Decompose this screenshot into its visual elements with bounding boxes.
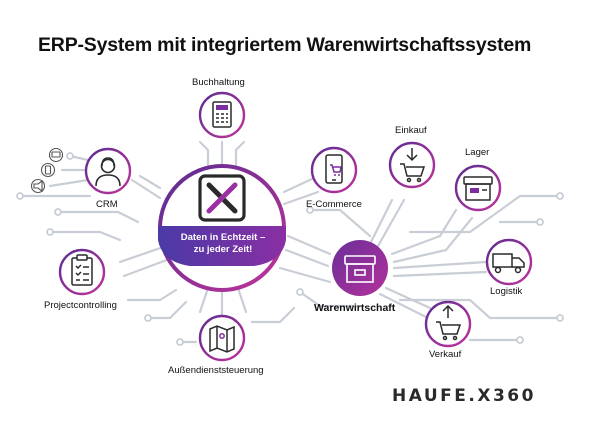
- monitor-icon: [48, 147, 64, 163]
- label-ecommerce: E-Commerce: [306, 199, 362, 210]
- smartphone-cart-icon: [325, 154, 343, 184]
- x360-logo-icon: [198, 174, 246, 222]
- label-einkauf: Einkauf: [395, 125, 427, 136]
- node-aussendienst: [198, 314, 246, 362]
- clipboard-icon: [71, 254, 93, 286]
- page-title: ERP-System mit integriertem Warenwirtsch…: [38, 34, 532, 56]
- warehouse-icon: [463, 176, 493, 201]
- brand-logo: HAUFE.X360: [392, 386, 536, 406]
- label-logistik: Logistik: [490, 286, 523, 297]
- node-logistik: [485, 238, 533, 286]
- user-icon: [95, 157, 121, 187]
- node-projectcontrolling: [58, 248, 106, 296]
- map-icon: [209, 325, 235, 353]
- megaphone-icon: [30, 178, 46, 194]
- node-buchhaltung: [198, 91, 246, 139]
- label-lager: Lager: [465, 147, 490, 158]
- label-aussendienst: Außendienststeuerung: [168, 365, 264, 376]
- hub-banner-line2: zu jeder Zeit!: [193, 244, 253, 255]
- storage-box-icon: [344, 255, 376, 283]
- central-hub: [158, 164, 286, 292]
- crm-device-icons: [30, 147, 64, 194]
- calculator-icon: [212, 101, 232, 128]
- node-crm: [84, 147, 132, 195]
- hub-banner-line1: Daten in Echtzeit –: [180, 232, 266, 243]
- node-lager: [454, 164, 502, 212]
- node-warenwirtschaft: [332, 240, 388, 296]
- node-ecommerce: [310, 146, 358, 194]
- cart-arrow-up-icon: [436, 304, 462, 341]
- node-verkauf: [424, 300, 472, 348]
- label-verkauf: Verkauf: [429, 349, 462, 360]
- node-einkauf: [388, 141, 436, 189]
- label-projectcontrolling: Projectcontrolling: [44, 300, 117, 311]
- hub-banner-text: Daten in Echtzeit – zu jeder Zeit!: [158, 232, 288, 256]
- label-warenwirtschaft: Warenwirtschaft: [314, 302, 396, 314]
- cart-arrow-down-icon: [400, 148, 426, 183]
- label-buchhaltung: Buchhaltung: [192, 77, 245, 88]
- connector-dots: [16, 152, 564, 346]
- tablet-icon: [40, 162, 56, 178]
- hub-banner-shape: [158, 226, 286, 266]
- truck-icon: [492, 253, 525, 274]
- label-crm: CRM: [96, 199, 118, 210]
